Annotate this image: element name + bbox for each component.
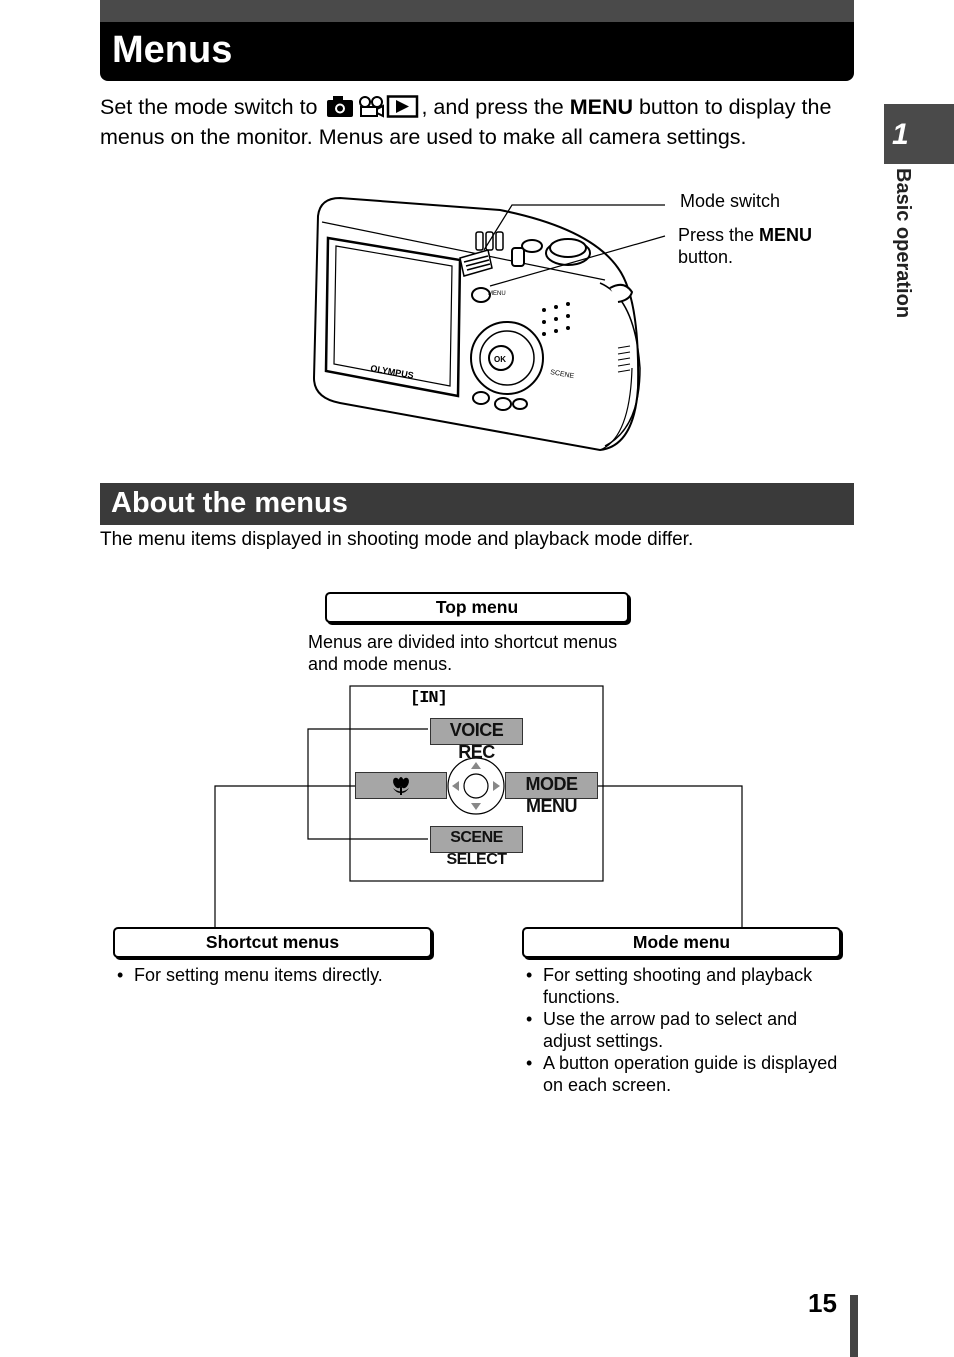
mode-menu-item: MODE MENU [505,772,598,816]
internal-memory-icon: [IN] [410,689,448,708]
intro-after-icons: , and press the [421,95,570,119]
top-menu-desc-line2: and mode menus. [308,654,453,674]
callout-press-menu-word: MENU [759,225,813,245]
camera-illustration: OLYMPUS MENU OK SCENE [300,188,650,461]
scene-select-item: SCENE SELECT [430,826,523,868]
callout-mode-switch: Mode switch [680,191,781,211]
top-menu-description: Menus are divided into shortcut menus an… [308,631,668,675]
mode-bullet-2: Use the arrow pad to select and adjust s… [522,1008,842,1052]
page-number: 15 [808,1288,837,1318]
shortcut-menus-label: Shortcut menus [113,927,432,958]
page-title: Menus [112,29,233,71]
mode-bullet-1: For setting shooting and playback functi… [522,964,842,1008]
mode-menu-label: Mode menu [522,927,841,958]
camera-menu-text: MENU [488,291,506,297]
camera-ok-text: OK [494,355,506,364]
mode-bullet-3: A button operation guide is displayed on… [522,1052,842,1096]
title-strip [100,0,854,22]
camera-scene-text: SCENE [550,369,575,380]
title-bar: Menus [100,0,854,81]
page-edge-rule [850,1295,858,1357]
callout-press-menu: Press the MENU button. [678,224,858,268]
mode-icons [323,94,421,124]
top-menu-desc-line1: Menus are divided into shortcut menus [308,632,618,652]
chapter-number: 1 [892,118,909,151]
section-text: The menu items displayed in shooting mod… [100,529,694,550]
intro-menu-word: MENU [569,95,633,119]
macro-flower-icon [393,777,409,795]
intro-paragraph: Set the mode switch to , and press the M… [100,94,860,150]
macro-shortcut-item [355,772,447,799]
diagram-lines [214,685,743,928]
chapter-tab: 1 [884,104,954,164]
shortcut-bullets: For setting menu items directly. [113,964,443,986]
movie-mode-icon [359,96,385,118]
section-title: About the menus [111,487,348,519]
callout-press-suffix: button. [678,247,734,267]
playback-mode-icon [387,95,419,118]
camera-mode-icon [327,96,354,117]
callout-press-prefix: Press the [678,225,760,245]
intro-after-menu: button to display the menus on the monit… [100,95,832,149]
mode-bullets: For setting shooting and playback functi… [522,964,842,1096]
intro-before-icons: Set the mode switch to [100,95,324,119]
section-heading-bar: About the menus [100,483,854,525]
camera-callout-lines [483,204,666,287]
top-menu-label: Top menu [325,592,629,623]
shortcut-bullet-1: For setting menu items directly. [113,964,443,986]
voice-rec-item: VOICE REC [430,718,523,762]
